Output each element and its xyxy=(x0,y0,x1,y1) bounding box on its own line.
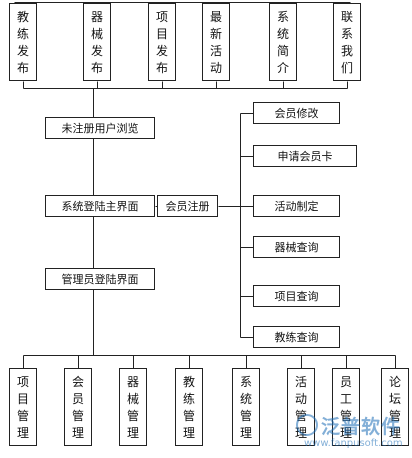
node-guest-browse: 未注册用户浏览 xyxy=(45,117,155,139)
node-coach-query: 教练查询 xyxy=(253,326,340,348)
node-activity-plan: 活动制定 xyxy=(253,195,340,217)
node-equipment-query: 器械查询 xyxy=(253,236,340,258)
node-contact-us: 联系我们 xyxy=(333,3,361,81)
node-equipment-manage: 器械管理 xyxy=(119,368,147,446)
node-staff-manage: 员工管理 xyxy=(332,368,360,446)
node-coach-manage: 教练管理 xyxy=(175,368,203,446)
node-system-login-main: 系统登陆主界面 xyxy=(45,195,155,217)
node-project-query: 项目查询 xyxy=(253,285,340,307)
node-coach-publish: 教练发布 xyxy=(9,3,37,81)
watermark-url: www.fanpusoft.com xyxy=(304,438,403,449)
node-project-publish: 项目发布 xyxy=(148,3,176,81)
watermark-logo-icon xyxy=(296,414,318,436)
node-project-manage: 项目管理 xyxy=(9,368,37,446)
node-system-intro: 系统简介 xyxy=(269,3,297,81)
node-equipment-publish: 器械发布 xyxy=(83,3,111,81)
node-system-manage: 系统管理 xyxy=(232,368,260,446)
node-forum-manage: 论坛管理 xyxy=(381,368,409,446)
node-member-modify: 会员修改 xyxy=(253,102,340,124)
node-member-manage: 会员管理 xyxy=(64,368,92,446)
node-apply-member-card: 申请会员卡 xyxy=(253,145,357,167)
node-admin-login: 管理员登陆界面 xyxy=(45,268,155,290)
node-latest-activity: 最新活动 xyxy=(202,3,230,81)
watermark-brand: 泛普软件 xyxy=(321,416,402,438)
node-member-register: 会员注册 xyxy=(157,195,218,217)
